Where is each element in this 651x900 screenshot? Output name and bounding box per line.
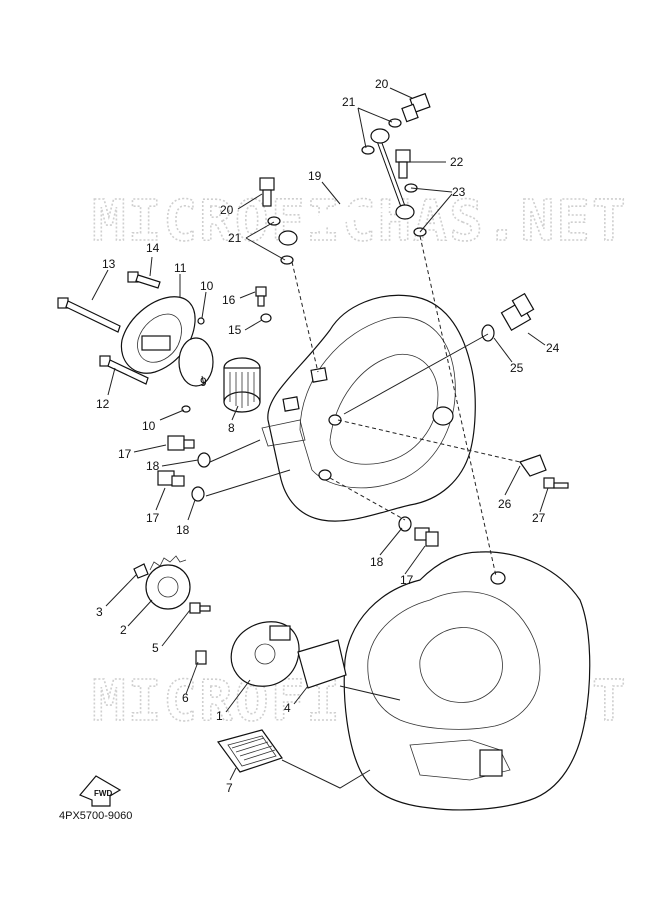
callout-26: 26 [498, 497, 512, 511]
callout-27: 27 [532, 511, 546, 525]
callout-21a: 21 [342, 95, 356, 109]
oil-filter-cover [120, 296, 196, 374]
callout-8: 8 [228, 421, 235, 435]
washer-mid [191, 486, 205, 502]
callout-10a: 10 [200, 279, 214, 293]
pump-screw [189, 602, 211, 614]
callout-10b: 10 [142, 419, 156, 433]
watermark-top: MICROFICHAS.NET [92, 189, 628, 254]
callout-21b: 21 [228, 231, 242, 245]
callout-17b: 17 [146, 511, 160, 525]
washer-lower [398, 516, 412, 532]
callout-22: 22 [450, 155, 464, 169]
oil-delivery-pipe [278, 128, 415, 246]
o-ring-small-lower [181, 405, 191, 413]
o-ring [178, 337, 214, 387]
union-bolt-upper [395, 149, 411, 179]
callout-23: 23 [452, 185, 466, 199]
washer-upper [197, 452, 211, 468]
oil-pump-body [230, 621, 300, 687]
bleed-bolt [255, 286, 267, 307]
dowel-pin [195, 650, 207, 665]
crankcase-cover [261, 294, 476, 522]
fwd-label: FWD [94, 789, 112, 798]
callout-7: 7 [226, 781, 233, 795]
hose-clamp-bracket [519, 454, 547, 477]
callout-4: 4 [284, 701, 291, 715]
pump-gasket [297, 639, 347, 689]
callout-14: 14 [146, 241, 160, 255]
drain-plug-upper [167, 435, 195, 451]
callout-17a: 17 [118, 447, 132, 461]
o-ring-small-upper [197, 317, 205, 325]
leader-lines [91, 87, 549, 789]
callout-5: 5 [152, 641, 159, 655]
forward-arrow: FWD [79, 775, 122, 807]
callout-13: 13 [102, 257, 116, 271]
drawing-code: 4PX5700-9060 [59, 810, 133, 822]
callout-20a: 20 [375, 77, 389, 91]
bleed-washer [260, 313, 272, 323]
bolt-12 [99, 355, 149, 385]
callout-1: 1 [216, 709, 223, 723]
callout-18c: 18 [370, 555, 384, 569]
bolt-14 [127, 271, 161, 289]
callout-18a: 18 [146, 459, 160, 473]
callout-19: 19 [308, 169, 322, 183]
callout-18b: 18 [176, 523, 190, 537]
callout-20b: 20 [220, 203, 234, 217]
callout-15: 15 [228, 323, 242, 337]
bolt-13 [57, 297, 121, 333]
callout-labels: 20 21 22 23 19 20 21 14 13 11 10 16 15 2… [96, 77, 560, 795]
oil-filter-element [223, 357, 261, 413]
callout-6: 6 [182, 691, 189, 705]
bracket-bolt [543, 477, 569, 489]
oil-pump-gear [145, 555, 191, 610]
callout-3: 3 [96, 605, 103, 619]
union-bolt-left [259, 177, 275, 207]
callout-24: 24 [546, 341, 560, 355]
circlip [133, 563, 149, 579]
callout-12: 12 [96, 397, 110, 411]
drain-plug-mid [157, 470, 185, 487]
fitting-o-ring [481, 324, 495, 342]
callout-25: 25 [510, 361, 524, 375]
oil-fitting [500, 292, 535, 331]
callout-9: 9 [200, 375, 207, 389]
oil-strainer [216, 729, 283, 773]
drain-plug-lower [414, 527, 439, 547]
gasket-washers [267, 118, 427, 265]
callout-11: 11 [174, 261, 187, 275]
callout-16: 16 [222, 293, 236, 307]
crankcase-lower [343, 551, 591, 811]
callout-17c: 17 [400, 573, 414, 587]
callout-2: 2 [120, 623, 127, 637]
union-bolt-top [401, 92, 431, 123]
